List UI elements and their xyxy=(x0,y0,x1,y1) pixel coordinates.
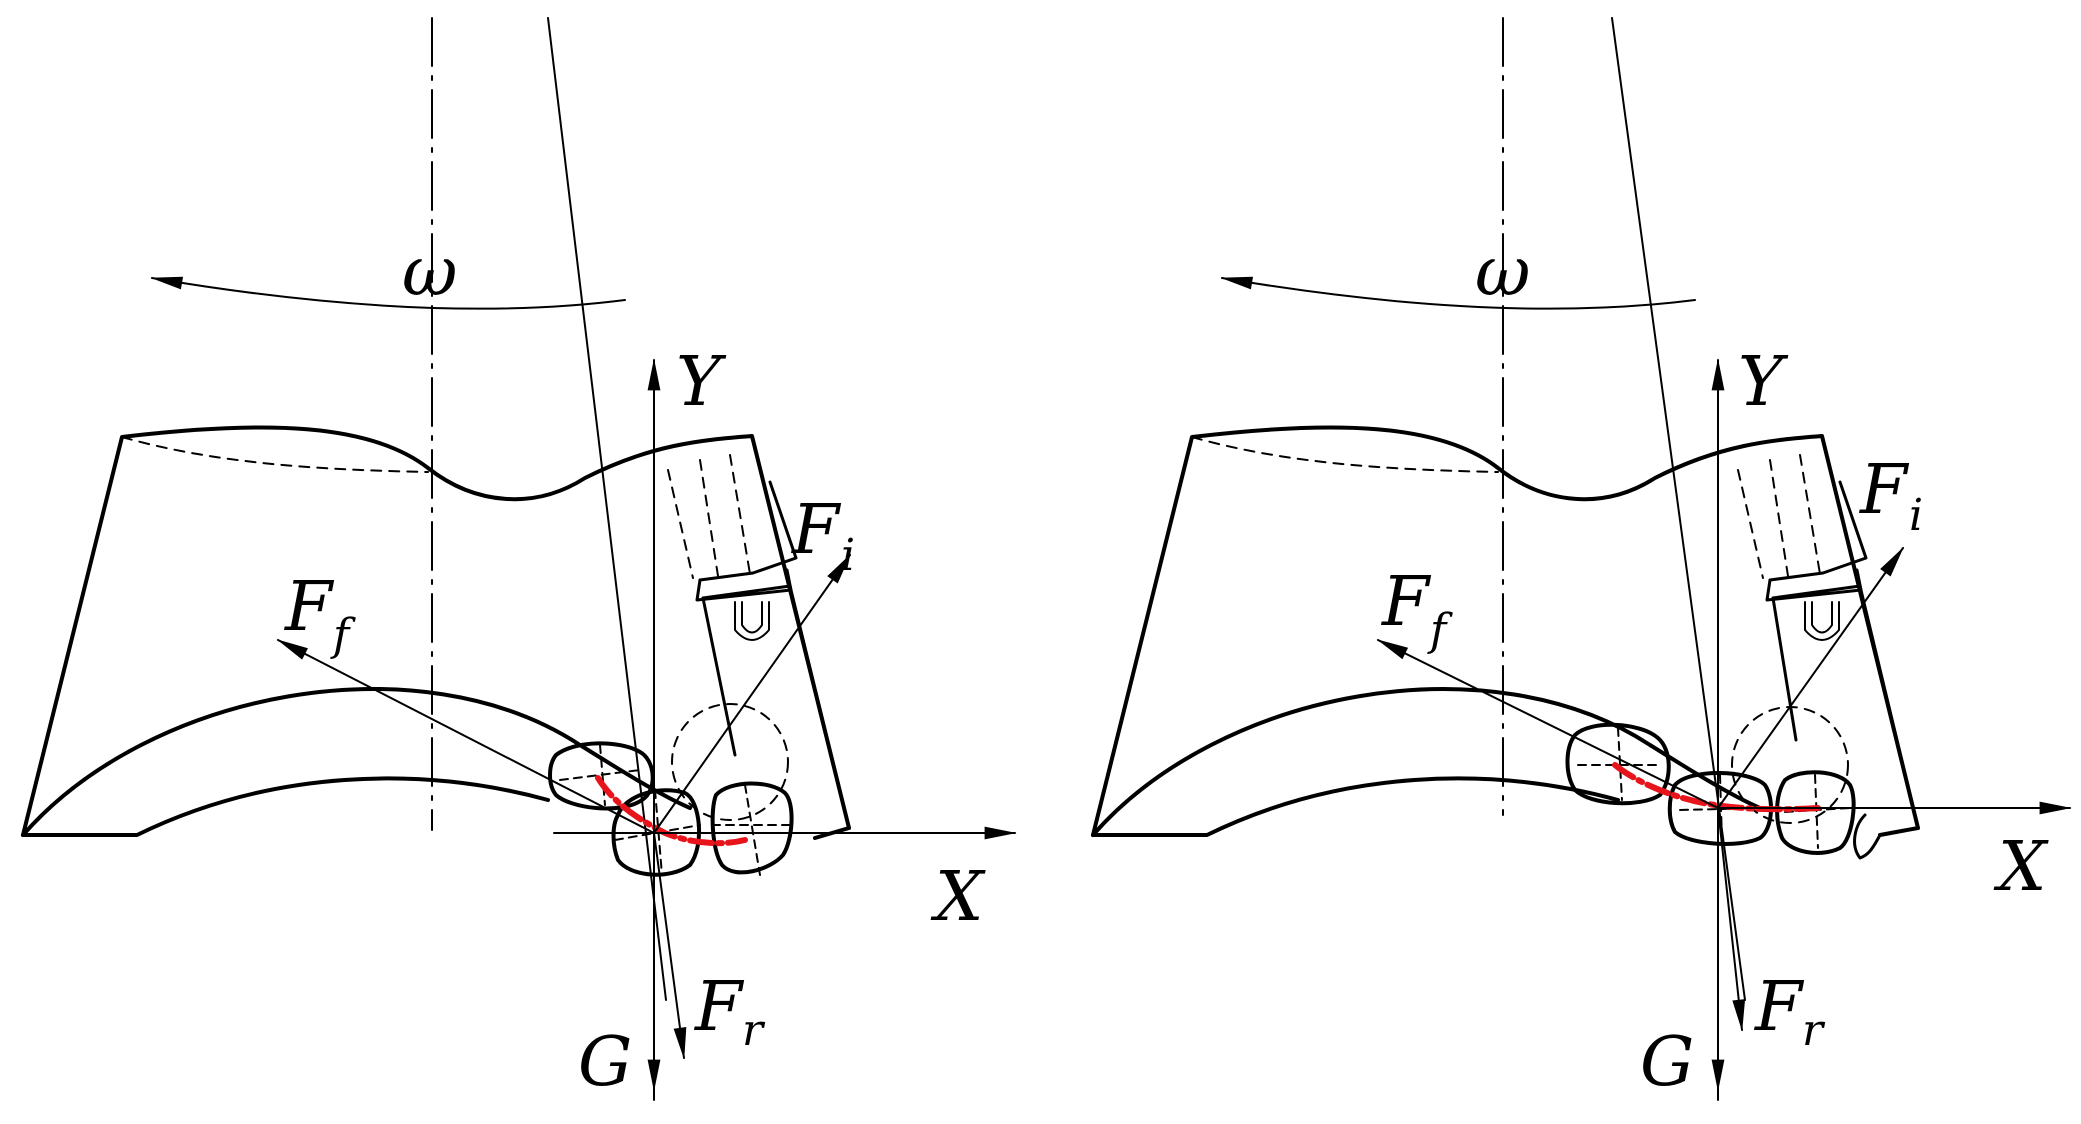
gravity-label: G xyxy=(1640,1023,1694,1102)
blade-holder xyxy=(1768,480,1868,582)
particle-crosshairs xyxy=(1577,727,1851,849)
force-friction-vector xyxy=(276,639,655,834)
force-inertia-vector xyxy=(653,553,851,834)
blade-hidden-lines xyxy=(667,454,751,579)
particle-1 xyxy=(1565,722,1671,806)
force-reaction-subscript: r xyxy=(1802,1005,1826,1056)
force-friction-subscript: f xyxy=(330,610,356,661)
shovel-hidden-edge xyxy=(1191,436,1499,473)
particle-trajectory xyxy=(1612,762,1821,813)
force-reaction-label: F xyxy=(1753,968,1805,1047)
particle-crosshairs xyxy=(559,744,791,876)
force-reaction-label: F xyxy=(693,968,745,1047)
force-reaction-vector xyxy=(1717,807,1746,1032)
force-reaction-subscript: r xyxy=(742,1005,766,1056)
blade-shank xyxy=(1771,584,1920,830)
labels-left: ω Y X F i F f F r G xyxy=(283,233,986,1102)
force-friction-subscript: f xyxy=(1427,605,1453,656)
blade-shank xyxy=(701,584,851,830)
radial-line xyxy=(547,17,667,1001)
force-friction-label: F xyxy=(1380,563,1432,642)
blade-holder-cap xyxy=(695,568,793,602)
shovel-body xyxy=(1091,425,1920,837)
force-inertia-subscript: i xyxy=(841,530,855,581)
omega-arrow xyxy=(1220,276,1696,310)
shovel-inner-arc xyxy=(21,687,692,837)
particle-1 xyxy=(548,741,655,811)
blade-bolt xyxy=(734,601,770,641)
gravity-label: G xyxy=(578,1023,632,1102)
particle-3 xyxy=(710,781,794,875)
hidden-rotation-circle xyxy=(671,703,789,821)
x-axis-label: X xyxy=(1993,828,2049,907)
shovel-hidden-edge xyxy=(121,436,429,473)
panel-right xyxy=(1091,17,2072,1101)
blade-holder-cap xyxy=(1765,568,1863,602)
particle-2 xyxy=(611,788,702,877)
force-inertia-subscript: i xyxy=(1909,490,1923,541)
force-friction-vector xyxy=(1376,639,1719,809)
labels-right: ω Y X F i F f F r G xyxy=(1380,233,2049,1102)
y-axis-label: Y xyxy=(1738,343,1789,422)
omega-label: ω xyxy=(1475,233,1530,312)
force-inertia-label: F xyxy=(790,491,842,570)
radial-line xyxy=(1611,17,1746,1001)
omega-label: ω xyxy=(402,233,457,312)
blade-hidden-lines xyxy=(1737,454,1821,579)
shovel-body-base xyxy=(1091,776,1620,837)
omega-arrow xyxy=(150,276,626,310)
force-reaction-vector xyxy=(653,832,687,1060)
force-inertia-vector xyxy=(1717,546,1904,809)
x-axis-label: X xyxy=(930,858,986,937)
shovel-body xyxy=(21,425,851,840)
shovel-body-base xyxy=(21,776,550,837)
force-friction-label: F xyxy=(283,568,335,647)
panel-left xyxy=(21,17,1017,1101)
particle-3 xyxy=(1775,770,1856,855)
y-axis-label: Y xyxy=(676,343,727,422)
blade-holder xyxy=(698,480,798,582)
blade-bolt xyxy=(1804,601,1840,641)
force-inertia-label: F xyxy=(1858,451,1910,530)
shovel-inner-arc xyxy=(1091,687,1762,837)
blade-tip-hook xyxy=(1853,813,1882,860)
particle-2 xyxy=(1667,771,1773,846)
